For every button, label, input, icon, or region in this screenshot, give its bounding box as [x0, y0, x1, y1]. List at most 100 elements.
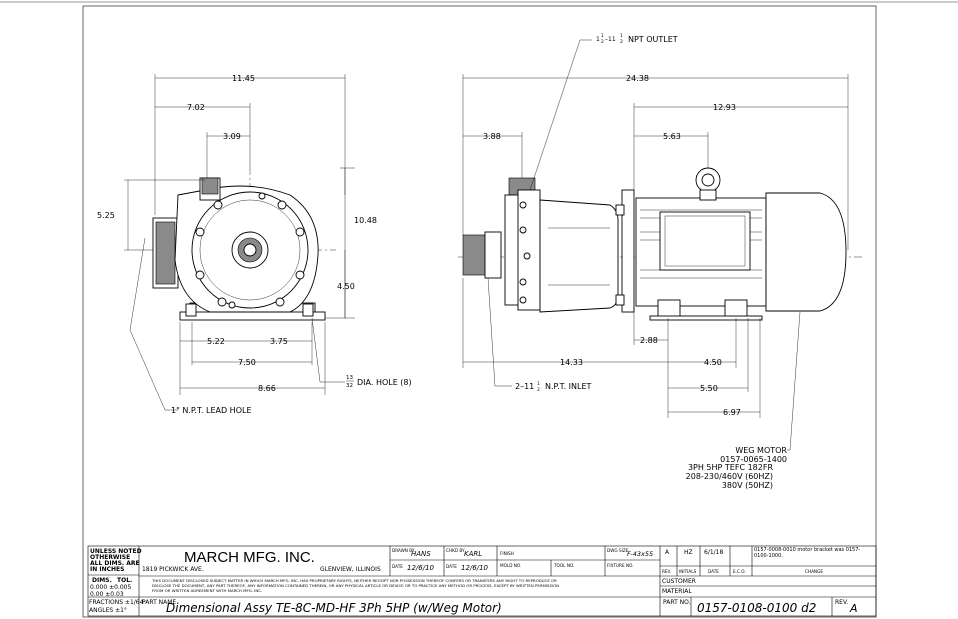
side-casing-bolts	[519, 201, 531, 304]
hole-note-leader	[311, 317, 345, 383]
motor-note-line: 208-230/460V (60HZ)	[686, 472, 773, 481]
front-foot-right	[302, 303, 314, 317]
chkd-date: 12/6/10	[461, 564, 489, 572]
angles-tol: ANGLES ±1°	[89, 607, 127, 614]
rev-label: REV.	[835, 599, 848, 606]
lead-hole-leader	[129, 237, 178, 411]
part-name-label: PART NAME	[142, 599, 176, 606]
dwg-size-label: DWG SIZE	[607, 548, 629, 553]
terminal-box-lid	[664, 215, 746, 267]
dim-inlet-offset: 3.09	[223, 132, 241, 141]
dims-label: DIMS.	[92, 577, 112, 584]
dim-left-to-center: 7.02	[187, 103, 205, 112]
hole-fraction-num: 13	[346, 375, 353, 381]
mold-label: MOLD NO.	[500, 563, 521, 568]
front-inlet-thread	[155, 221, 176, 285]
tolerance-header-line: ALL DIMS. ARE	[90, 560, 140, 567]
inlet-note-prefix: 2–11	[515, 382, 534, 391]
front-outlet-thread	[201, 177, 219, 195]
tol-row: 0.00 ±0.03	[90, 591, 124, 598]
title-block: UNLESS NOTED OTHERWISE ALL DIMS. ARE IN …	[87, 545, 877, 617]
rev-entry-change: 0157-0008-0010 motor bracket was 0157-01…	[754, 547, 861, 559]
dim-center-height: 4.50	[337, 282, 355, 291]
drawn-date-label: DATE	[392, 564, 403, 569]
rev-header: DATE	[708, 569, 719, 574]
dim-overall-height: 10.48	[354, 216, 377, 225]
dim-foot-span-c: 6.97	[723, 408, 741, 417]
drawn-date: 12/6/10	[407, 564, 435, 572]
front-view: 11.45 7.02 3.09 5.25 10.48 4.50 5.22 3.7…	[97, 74, 412, 415]
rev-entry-by: HZ	[684, 549, 693, 556]
part-no: 0157-0108-0100 d2	[697, 601, 816, 615]
front-foot-left	[185, 303, 197, 317]
tool-label: TOOL NO.	[553, 563, 574, 568]
motor-foot-rear	[724, 299, 748, 319]
dim-base-width: 8.66	[258, 384, 276, 393]
inlet-leader	[487, 277, 512, 387]
rev-header: E.C.O.	[733, 569, 746, 574]
rev-letter: A	[849, 602, 858, 615]
tol-label: TOL.	[117, 577, 132, 584]
tol-row: 0.000 ±0.005	[90, 584, 131, 591]
part-name: Dimensional Assy TE-8C-MD-HF 3Ph 5HP (w/…	[166, 601, 502, 615]
outlet-note-whole: 1	[596, 36, 600, 43]
dim-inlet-offset-side: 3.88	[483, 132, 501, 141]
motor-notes: WEG MOTOR 0157-0065-1400 3PH 5HP TEFC 18…	[686, 446, 788, 490]
outlet-note-tail: NPT OUTLET	[628, 35, 678, 44]
outlet-note-num2: 1	[620, 33, 623, 39]
motor-flange	[621, 189, 635, 313]
proprietary-line: FROM OR WRITTEN AGREEMENT WITH MARCH MFG…	[152, 588, 262, 593]
company-address: 1819 PICKWICK AVE.	[142, 566, 204, 573]
motor-note-line: 0157-0065-1400	[720, 455, 787, 464]
motor-foot-front	[657, 299, 681, 319]
dim-inlet-to-foot: 14.33	[560, 358, 583, 367]
motor-terminal-box	[659, 211, 751, 271]
rev-entry-date: 6/1/18	[704, 549, 723, 556]
chkd-date-label: DATE	[446, 564, 457, 569]
drawn-by: HANS	[411, 550, 431, 558]
outlet-note-den: 2	[601, 39, 604, 45]
volute-bolts	[195, 192, 305, 309]
dim-motor-length: 12.93	[713, 103, 736, 112]
fixture-label: FIXTURE NO.	[607, 563, 634, 568]
dim-foot-span-a: 4.50	[704, 358, 722, 367]
motor-note-line: 380V (50HZ)	[722, 481, 773, 490]
company-name: MARCH MFG. INC.	[184, 549, 315, 566]
tolerance-header-line: OTHERWISE	[90, 554, 130, 561]
outlet-note-den2: 2	[620, 39, 623, 45]
dim-overall-width: 11.45	[232, 74, 255, 83]
hole-note: DIA. HOLE (8)	[357, 378, 412, 387]
motor-fan-cover	[765, 192, 847, 312]
side-inlet-collar	[484, 231, 502, 279]
dim-base-right: 3.75	[270, 337, 288, 346]
rev-header: INITIALS	[679, 569, 697, 574]
company-city: GLENVIEW, ILLINOIS	[320, 566, 381, 573]
rev-header: REV.	[662, 569, 671, 574]
dim-flange-offset: 5.63	[663, 132, 681, 141]
outlet-note-num: 1	[601, 33, 604, 39]
part-no-label: PART NO.	[663, 599, 691, 606]
volute-inner-ring	[199, 199, 301, 301]
fractions-tol: FRACTIONS ±1/64	[89, 599, 144, 606]
customer-label: CUSTOMER	[662, 578, 696, 585]
motor-note-line: WEG MOTOR	[735, 446, 787, 455]
dwg-size: F-43x55	[627, 550, 653, 558]
proprietary-line: THIS DOCUMENT DISCLOSED SUBJECT MATTER I…	[151, 578, 557, 583]
dim-overall-length: 24.38	[626, 74, 649, 83]
outlet-note-mid: –11	[605, 36, 616, 43]
hole-fraction-den: 32	[346, 383, 353, 389]
dim-hole-span: 7.50	[238, 358, 256, 367]
motor-note-line: 3PH 5HP TEFC 182FR	[688, 463, 773, 472]
chkd-by: KARL	[464, 550, 482, 558]
right-margin	[879, 6, 958, 619]
side-view: 1 1 2 –11 1 2 NPT OUTLET 24.38 12.93 3.8…	[458, 33, 862, 490]
title-block-frame	[87, 545, 877, 617]
rev-header: CHANGE	[805, 569, 823, 574]
dim-foot-offset: 2.88	[640, 336, 658, 345]
lead-hole-note: 1" N.P.T. LEAD HOLE	[171, 406, 252, 415]
outlet-leader	[529, 39, 592, 191]
motor-base-line	[649, 315, 763, 321]
tolerance-header-line: IN INCHES	[90, 566, 124, 573]
inlet-note-den: 2	[537, 387, 540, 393]
